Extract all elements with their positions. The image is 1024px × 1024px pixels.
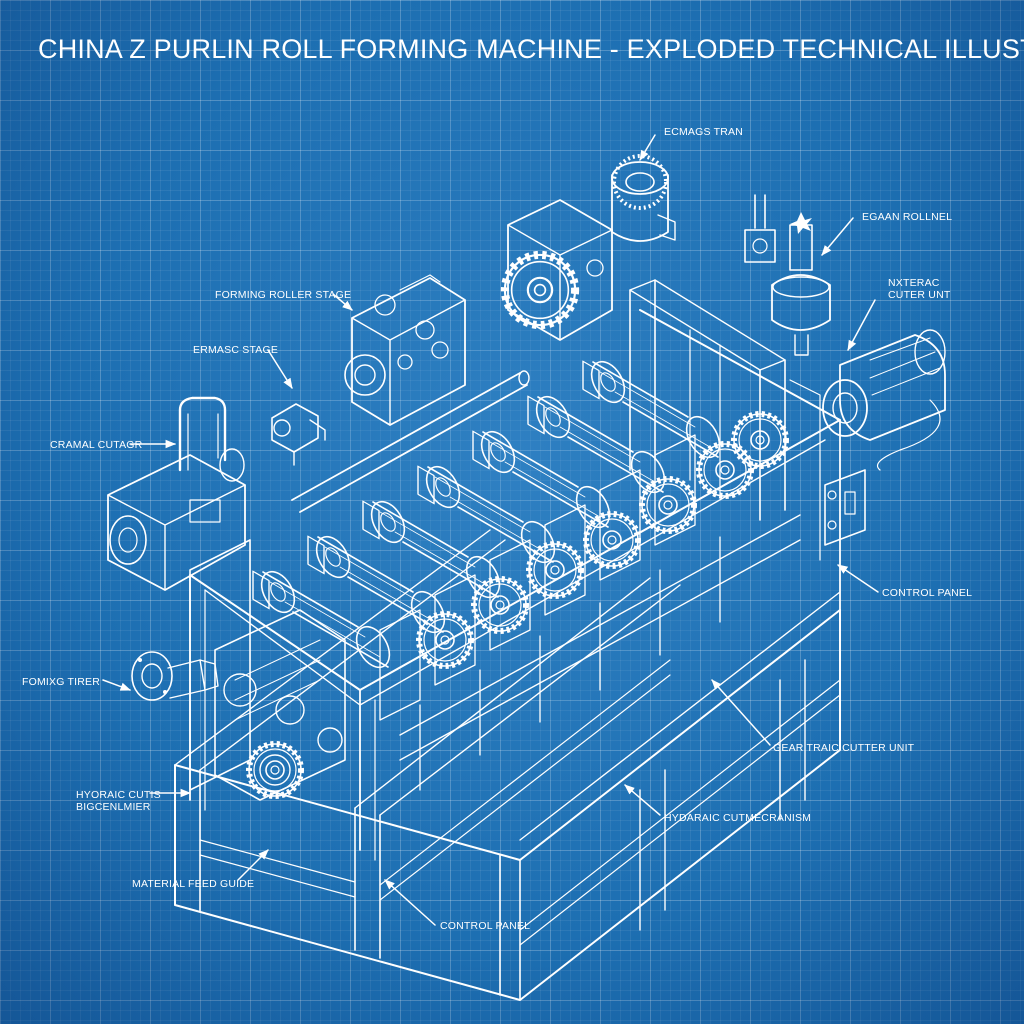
label-forming-roller-stage: FORMING ROLLER STAGE [215,289,352,301]
label-cramal-cutagr: CRAMAL CUTAGR [50,439,143,451]
shaft-parts [744,194,831,356]
front-drive-assembly [214,609,346,801]
exploded-shaft [291,372,528,513]
label-roller-component: EGAAN ROLLNEL [862,211,953,223]
label-hyoraic-cutis-line2: BIGCENLMIER [76,801,151,813]
label-material-feed-guide: MATERIAL FEED GUIDE [132,878,255,890]
label-hyoraic-cutis: HYORAIC CUTIS BIGCENLMIER [76,789,161,813]
label-cutter-unit-line2: CUTER UNT [888,289,951,301]
label-fomixg-tirer: FOMIXG TIRER [22,676,101,688]
control-box [824,469,866,546]
label-gear-traic-cutter-unit: GEAR TRAIC CUTTER UNIT [773,742,915,754]
cutter-unit-motor [822,329,946,471]
leader-lines [102,134,879,926]
top-bearing-part [611,154,676,242]
forming-tirer-part [131,651,219,701]
ermasc-stage-part [271,403,326,466]
page-title: CHINA Z PURLIN ROLL FORMING MACHINE - EX… [38,34,1024,64]
label-control-panel-bottom: CONTROL PANEL [440,920,531,932]
label-cutter-unit-line1: NXTERAC [888,277,940,289]
forming-roller-stage-part [344,274,466,426]
cramal-cutagr-part [107,396,246,591]
machine-frame [174,279,841,1001]
forming-roller-stations [252,355,786,721]
label-top-component: ECMAGS TRAN [664,126,744,138]
label-cutter-unit: NXTERAC CUTER UNT [888,277,950,301]
label-control-panel-right: CONTROL PANEL [882,587,973,599]
label-ermasc-stage: ERMASC STAGE [193,344,279,356]
gearbox-part [505,199,613,341]
label-hyoraic-cutis-line1: HYORAIC CUTIS [76,789,161,801]
label-hydaraic-cutmechanism: HYDARAIC CUTMECRANISM [664,812,812,824]
